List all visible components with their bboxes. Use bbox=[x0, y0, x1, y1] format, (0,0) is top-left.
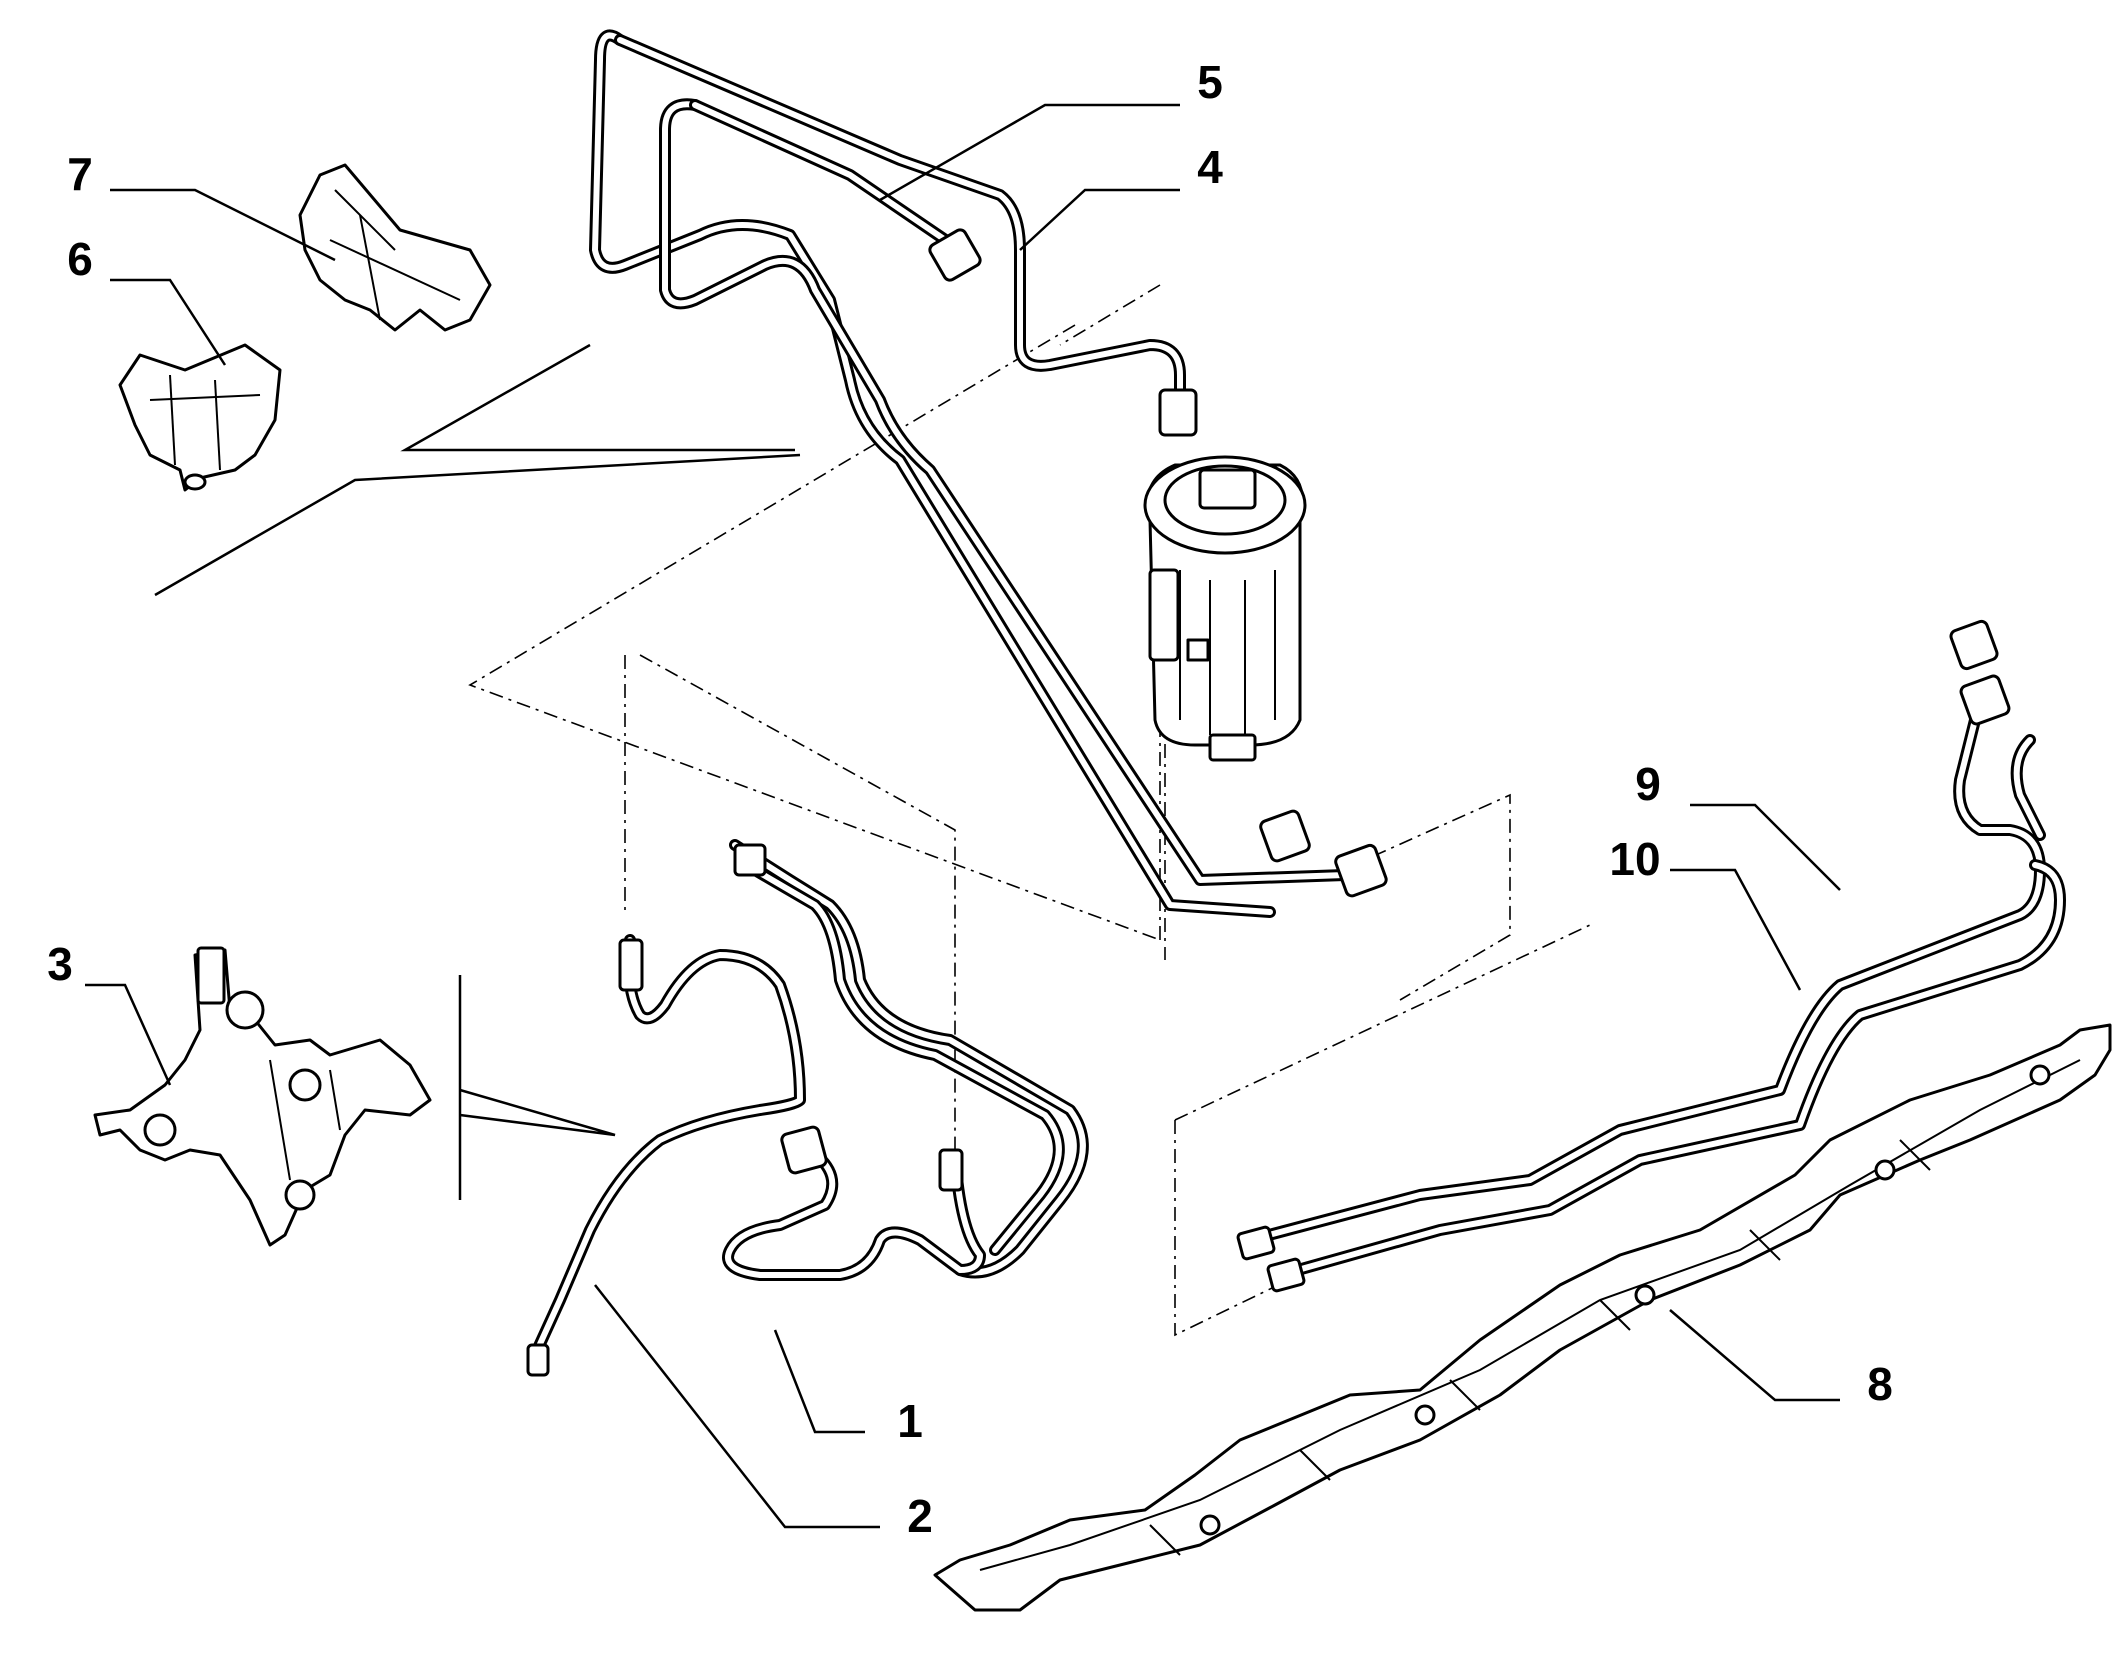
leader-lines bbox=[85, 103, 1841, 1529]
fuel-filter bbox=[1143, 455, 1307, 762]
fuel-hose-part-2 bbox=[526, 934, 806, 1377]
callout-9: 9 bbox=[1635, 758, 1661, 810]
callout-2: 2 bbox=[907, 1490, 933, 1542]
clip-part-7 bbox=[298, 163, 492, 332]
protection-shield-part-8 bbox=[933, 1023, 2112, 1612]
callout-4: 4 bbox=[1197, 141, 1223, 193]
callout-10: 10 bbox=[1609, 833, 1660, 885]
bracket-part-6 bbox=[118, 343, 282, 492]
fuel-pipe-part-1 bbox=[722, 839, 1089, 1281]
assembly-guide-lines bbox=[468, 284, 1591, 1337]
fuel-pipes-part-9-10 bbox=[1236, 619, 2066, 1293]
callout-3: 3 bbox=[47, 938, 73, 990]
callout-8: 8 bbox=[1867, 1358, 1893, 1410]
callout-7: 7 bbox=[67, 148, 93, 200]
upper-fuel-pipes bbox=[589, 29, 1388, 918]
callout-6: 6 bbox=[67, 233, 93, 285]
reference-lines bbox=[154, 343, 801, 1200]
callout-numbers: 1 2 3 4 5 6 7 8 9 10 bbox=[47, 56, 1893, 1542]
callout-1: 1 bbox=[897, 1395, 923, 1447]
callout-5: 5 bbox=[1197, 56, 1223, 108]
mounting-bracket-part-3 bbox=[93, 946, 432, 1247]
